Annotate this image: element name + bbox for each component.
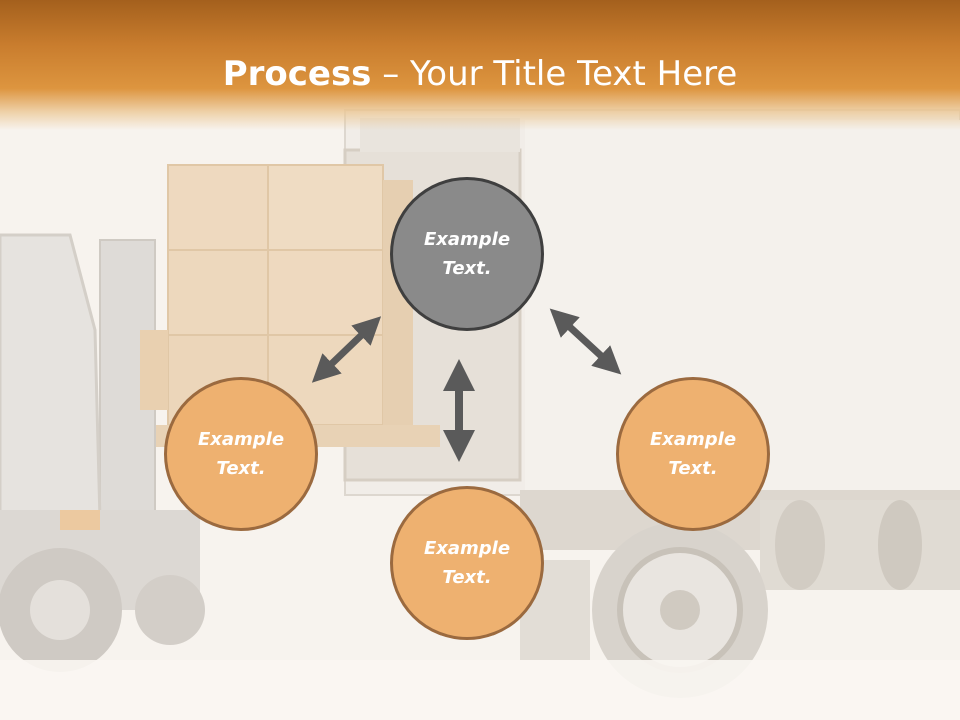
title-rest: – Your Title Text Here	[371, 54, 738, 94]
title-banner	[0, 0, 960, 130]
node-label: Example Text.	[649, 429, 737, 479]
node-label: Example Text.	[423, 538, 511, 588]
arrow-center-left	[311, 316, 382, 383]
process-node-left: Example Text.	[164, 377, 318, 531]
arrow-center-right	[549, 308, 622, 375]
node-label: Example Text.	[197, 429, 285, 479]
process-node-center: Example Text.	[390, 177, 544, 331]
node-label: Example Text.	[423, 229, 511, 279]
slide-title: Process – Your Title Text Here	[0, 52, 960, 96]
process-node-right: Example Text.	[616, 377, 770, 531]
process-node-bottom: Example Text.	[390, 486, 544, 640]
title-bold: Process	[222, 54, 372, 94]
